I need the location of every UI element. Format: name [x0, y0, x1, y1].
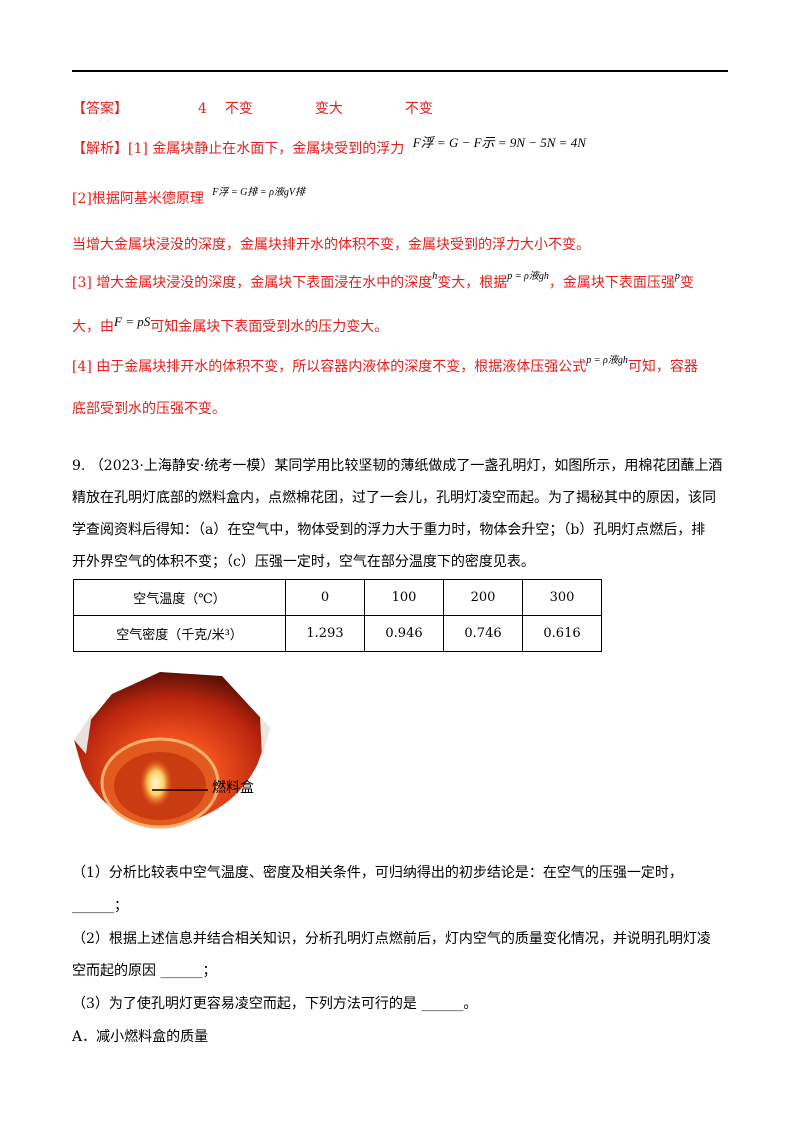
- answer-line: 【答案】 4 不变 变大 不变: [72, 98, 433, 118]
- sky-lantern-figure: [74, 672, 270, 829]
- analysis-text-6b: 可知，容器: [627, 359, 698, 375]
- table-cell: 1.293: [285, 615, 365, 652]
- analysis-text-6a: [4] 由于金属块排开水的体积不变，所以容器内液体的深度不变，根据液体压强公式: [72, 359, 587, 375]
- analysis-line-4: [3] 增大金属块浸没的深度，金属块下表面浸在水中的深度h变大，根据p = ρ液…: [72, 271, 694, 292]
- analysis-line-6: [4] 由于金属块排开水的体积不变，所以容器内液体的深度不变，根据液体压强公式p…: [72, 355, 698, 376]
- pressure-equation: p = ρ液gh: [507, 271, 549, 282]
- table-cell: 0: [285, 579, 365, 616]
- table-cell: 0.616: [522, 615, 602, 652]
- subquestion-2b: 空而起的原因 ______；: [72, 963, 217, 979]
- header-rule: [72, 70, 728, 72]
- question-para-2: 精放在孔明灯底部的燃料盒内，点燃棉花团，过了一会儿，孔明灯凌空而起。为了揭秘其中…: [72, 490, 716, 506]
- analysis-line-2: [2]根据阿基米德原理 F浮 = G排 = ρ液gV排: [72, 187, 306, 208]
- subquestion-1a: （1）分析比较表中空气温度、密度及相关条件，可归纳得出的初步结论是：在空气的压强…: [72, 865, 683, 881]
- answer-1: 4: [198, 101, 207, 117]
- table-row: 空气密度（千克/米³） 1.293 0.946 0.746 0.616: [73, 615, 602, 652]
- analysis-line-7: 底部受到水的压强不变。: [72, 401, 226, 417]
- answer-3: 变大: [314, 101, 343, 117]
- analysis-text-5a: 大，由: [72, 319, 114, 335]
- analysis-text-4b: 变大，根据: [437, 275, 508, 291]
- table-header-density: 空气密度（千克/米³）: [73, 615, 286, 652]
- analysis-line-1: 【解析】[1] 金属块静止在水面下，金属块受到的浮力 F浮 = G − F示 =…: [72, 135, 586, 158]
- option-a: A．减小燃料盒的质量: [72, 1029, 209, 1045]
- table-header-temperature: 空气温度（℃）: [73, 579, 286, 616]
- table-row: 空气温度（℃） 0 100 200 300: [73, 579, 602, 616]
- analysis-text-4d: 变: [679, 275, 694, 291]
- table-cell: 100: [364, 579, 444, 616]
- answer-label: 【答案】: [72, 101, 128, 117]
- question-para-4: 开外界空气的体积不变；（c）压强一定时，空气在部分温度下的密度见表。: [72, 554, 535, 570]
- analysis-text-1: [1] 金属块静止在水面下，金属块受到的浮力: [128, 141, 405, 157]
- archimedes-equation: F浮 = G排 = ρ液gV排: [212, 187, 306, 198]
- analysis-label: 【解析】: [72, 141, 128, 157]
- answer-4: 不变: [404, 101, 433, 117]
- buoyancy-equation: F浮 = G − F示 = 9N − 5N = 4N: [412, 135, 586, 150]
- analysis-text-5b: 可知金属块下表面受到水的压力变大。: [150, 319, 389, 335]
- table-cell: 300: [522, 579, 602, 616]
- depth-symbol: h: [432, 271, 438, 282]
- analysis-line-5: 大，由F = pS可知金属块下表面受到水的压力变大。: [72, 314, 389, 336]
- table-cell: 0.746: [443, 615, 523, 652]
- pressure-symbol: p: [674, 271, 680, 282]
- answer-2: 不变: [224, 101, 253, 117]
- table-cell: 200: [443, 579, 523, 616]
- table-cell: 0.946: [364, 615, 444, 652]
- analysis-text-4c: ，金属块下表面压强: [548, 275, 675, 291]
- air-density-table: 空气温度（℃） 0 100 200 300 空气密度（千克/米³） 1.293 …: [73, 579, 602, 652]
- force-equation: F = pS: [114, 314, 151, 329]
- analysis-text-4a: [3] 增大金属块浸没的深度，金属块下表面浸在水中的深度: [72, 275, 433, 291]
- flame-icon: [140, 759, 172, 807]
- subquestion-1b: ______；: [72, 898, 128, 914]
- analysis-text-2: [2]根据阿基米德原理: [72, 191, 204, 207]
- question-para-1: 9. （2023·上海静安·统考一模）某同学用比较坚韧的薄纸做成了一盏孔明灯，如…: [72, 458, 723, 474]
- subquestion-2a: （2）根据上述信息并结合相关知识，分析孔明灯点燃前后，灯内空气的质量变化情况，并…: [72, 931, 711, 947]
- liquid-pressure-equation: p = ρ液gh: [586, 355, 628, 366]
- question-para-3: 学查阅资料后得知：（a）在空气中，物体受到的浮力大于重力时，物体会升空；（b）孔…: [72, 522, 706, 538]
- analysis-line-3: 当增大金属块浸没的深度，金属块排开水的体积不变，金属块受到的浮力大小不变。: [72, 237, 590, 253]
- fuel-box-label: 燃料盒: [212, 780, 254, 796]
- subquestion-3: （3）为了使孔明灯更容易凌空而起，下列方法可行的是 ______。: [72, 996, 478, 1012]
